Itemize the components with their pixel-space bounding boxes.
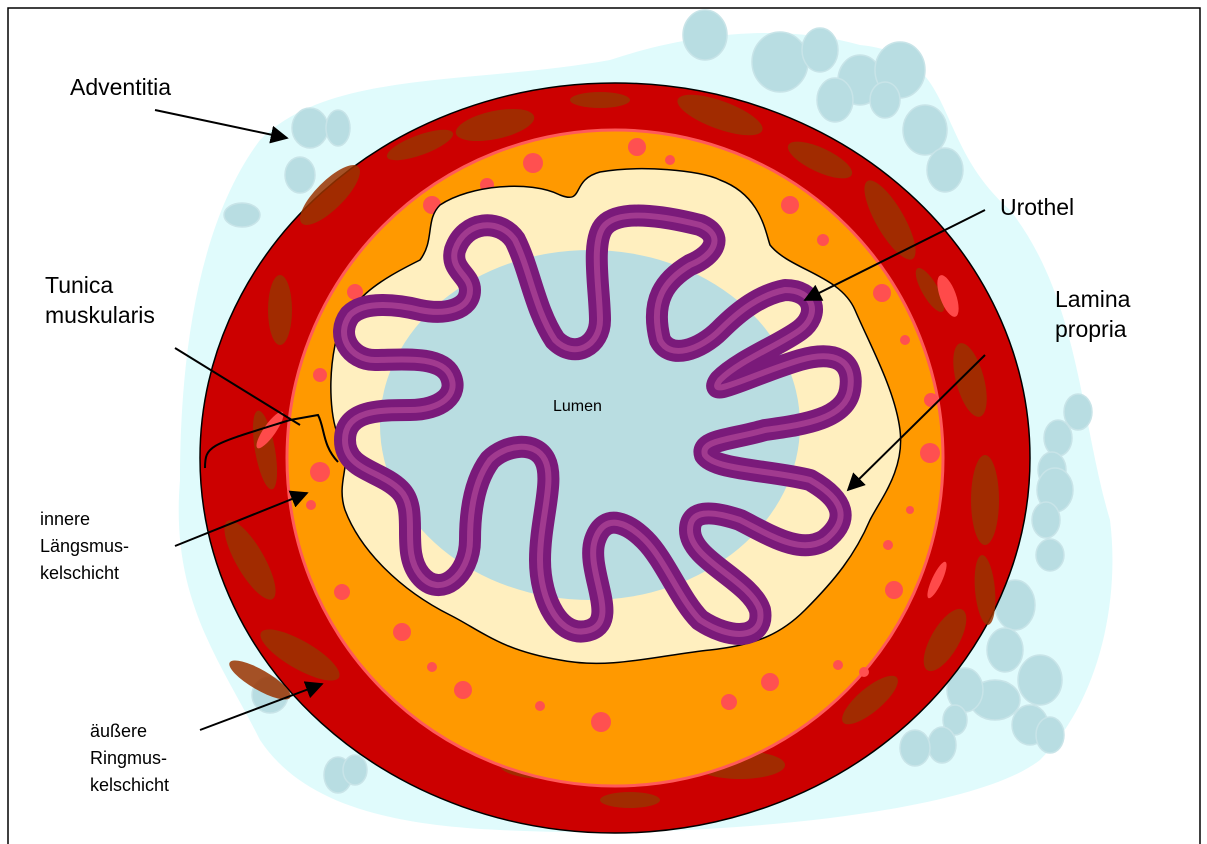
fat-cell [900, 730, 930, 766]
vessel [924, 393, 938, 407]
fat-cell [343, 755, 367, 785]
vessel [817, 234, 829, 246]
vessel [334, 584, 350, 600]
vessel [900, 335, 910, 345]
fat-cell [1044, 420, 1072, 456]
fat-cell [802, 28, 838, 72]
vessel [906, 506, 914, 514]
fat-cell [1018, 655, 1062, 705]
adventitia-arrow [155, 110, 287, 138]
vessel [781, 196, 799, 214]
label-urothel: Urothel [1000, 194, 1074, 220]
label-aeussere-3: kelschicht [90, 775, 169, 795]
vessel [873, 284, 891, 302]
label-innere-2: Längsmus- [40, 536, 129, 556]
fat-cell [817, 78, 853, 122]
label-lamina-2: propria [1055, 316, 1127, 342]
label-tunica-1: Tunica [45, 272, 113, 298]
vessel [591, 712, 611, 732]
label-lumen: Lumen [553, 398, 602, 415]
label-lamina-1: Lamina [1055, 286, 1131, 312]
muscle-fiber [570, 92, 630, 108]
label-innere-3: kelschicht [40, 563, 119, 583]
vessel [761, 673, 779, 691]
vessel [523, 153, 543, 173]
fat-cell [903, 105, 947, 155]
fat-cell [927, 148, 963, 192]
fat-cell [752, 32, 808, 92]
vessel [427, 662, 437, 672]
vessel [833, 660, 843, 670]
vessel [859, 667, 869, 677]
vessel [628, 138, 646, 156]
fat-cell [1036, 717, 1064, 753]
label-innere-1: innere [40, 509, 90, 529]
label-aeussere-1: äußere [90, 721, 147, 741]
vessel [721, 694, 737, 710]
fat-cell [1036, 539, 1064, 571]
vessel [306, 500, 316, 510]
fat-cell [292, 108, 328, 148]
fat-cell [870, 82, 900, 118]
label-adventitia: Adventitia [70, 74, 171, 100]
vessel [313, 368, 327, 382]
fat-cell [683, 10, 727, 60]
fat-cell [928, 727, 956, 763]
vessel [535, 701, 545, 711]
label-aeussere-2: Ringmus- [90, 748, 167, 768]
vessel [665, 155, 675, 165]
vessel [920, 443, 940, 463]
fat-cell [1032, 502, 1060, 538]
label-tunica-2: muskularis [45, 302, 155, 328]
muscle-fiber [971, 455, 999, 545]
fat-cell [326, 110, 350, 146]
fat-cell [987, 628, 1023, 672]
fat-cell [224, 203, 260, 227]
vessel [310, 462, 330, 482]
vessel [883, 540, 893, 550]
fat-cell [285, 157, 315, 193]
vessel [454, 681, 472, 699]
muscle-fiber [600, 792, 660, 808]
vessel [885, 581, 903, 599]
vessel [393, 623, 411, 641]
muscle-fiber [268, 275, 292, 345]
